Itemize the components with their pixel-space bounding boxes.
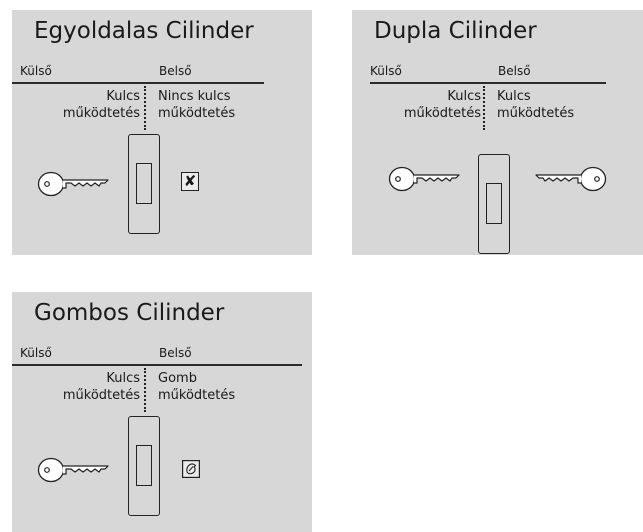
key-icon — [37, 457, 109, 483]
outside-caption: Kulcs működtetés — [404, 88, 481, 122]
caption-line: Kulcs — [106, 371, 140, 386]
caption-line: Kulcs — [497, 89, 531, 104]
x-box-icon: ✘ — [181, 172, 199, 191]
caption-line: működtetés — [497, 106, 575, 121]
panel-title: Egyoldalas Cilinder — [34, 18, 254, 44]
header-rule — [370, 82, 606, 84]
outside-label: Külső — [370, 64, 402, 78]
key-slot — [486, 183, 502, 224]
caption-line: Nincs kulcs — [158, 89, 231, 104]
inside-label: Belső — [498, 64, 531, 78]
key-icon — [388, 166, 460, 192]
key-icon — [535, 166, 607, 192]
outside-caption: Kulcs működtetés — [63, 88, 140, 122]
inside-caption: Kulcs működtetés — [497, 88, 574, 122]
key-slot — [136, 445, 152, 486]
inside-label: Belső — [159, 64, 192, 78]
cylinder-body — [478, 154, 510, 254]
dotted-divider — [144, 86, 146, 130]
inside-caption: Gomb működtetés — [158, 370, 235, 404]
thumb-turn-icon — [182, 460, 200, 478]
panel-thumbturn-cylinder: Gombos Cilinder Külső Belső Kulcs működt… — [12, 292, 312, 532]
caption-line: Gomb — [158, 371, 197, 386]
dotted-divider — [483, 86, 485, 130]
caption-line: működtetés — [62, 106, 140, 121]
inside-caption: Nincs kulcs működtetés — [158, 88, 235, 122]
key-slot — [136, 163, 152, 204]
outside-caption: Kulcs működtetés — [63, 370, 140, 404]
panel-title: Dupla Cilinder — [374, 18, 537, 44]
outside-label: Külső — [20, 346, 52, 360]
header-rule — [12, 364, 302, 366]
caption-line: működtetés — [158, 388, 236, 403]
key-icon — [37, 171, 109, 197]
cylinder-body — [128, 134, 160, 234]
caption-line: Kulcs — [106, 89, 140, 104]
outside-label: Külső — [20, 64, 52, 78]
panel-title: Gombos Cilinder — [34, 300, 225, 326]
panel-single-cylinder: Egyoldalas Cilinder Külső Belső Kulcs mű… — [12, 10, 312, 255]
caption-line: működtetés — [158, 106, 236, 121]
header-rule — [12, 82, 264, 84]
caption-line: működtetés — [62, 388, 140, 403]
panel-double-cylinder: Dupla Cilinder Külső Belső Kulcs működte… — [352, 10, 643, 255]
inside-label: Belső — [159, 346, 192, 360]
dotted-divider — [144, 368, 146, 412]
cylinder-body — [128, 416, 160, 516]
caption-line: Kulcs — [447, 89, 481, 104]
caption-line: működtetés — [403, 106, 481, 121]
